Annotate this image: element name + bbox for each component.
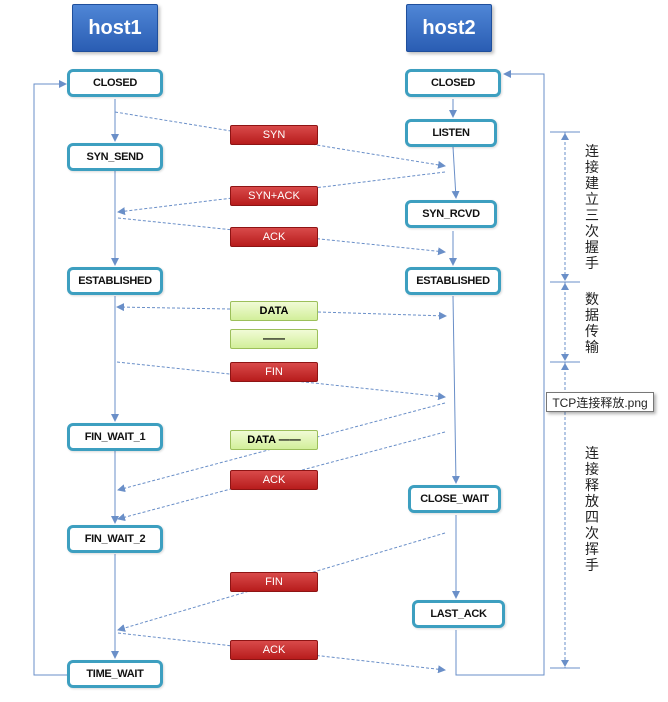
msg-syn-ack: SYN+ACK <box>230 186 318 206</box>
host2-state-closed: CLOSED <box>405 69 501 97</box>
phase-release-label: 连接释放 四次挥手 <box>585 445 599 573</box>
phase-handshake-label: 连接建立 三次握手 <box>585 143 599 271</box>
ack2-line <box>117 431 446 522</box>
h2-flow-2 <box>451 146 460 199</box>
h2-loop <box>455 70 545 676</box>
data-line-right <box>317 311 447 320</box>
host1-state-fin-wait-1: FIN_WAIT_1 <box>67 423 163 451</box>
host2-state-last-ack: LAST_ACK <box>412 600 505 628</box>
host2-state-close-wait: CLOSE_WAIT <box>408 485 501 513</box>
host2-state-syn-rcvd: SYN_RCVD <box>405 200 497 228</box>
host1-state-closed: CLOSED <box>67 69 163 97</box>
msg-ack-1: ACK <box>230 227 318 247</box>
image-tooltip: TCP连接释放.png <box>546 392 654 412</box>
h2-flow-4 <box>451 295 460 484</box>
msg-fin-1: FIN <box>230 362 318 382</box>
msg-ack-2: ACK <box>230 470 318 490</box>
phase-transfer-label: 数据传输 <box>585 291 599 355</box>
msg-data-ack: —— <box>230 329 318 349</box>
host2-header: host2 <box>406 4 492 52</box>
host1-state-time-wait: TIME_WAIT <box>67 660 163 688</box>
msg-data-2: DATA —— <box>230 430 318 450</box>
host1-header: host1 <box>72 4 158 52</box>
host2-state-established: ESTABLISHED <box>405 267 501 295</box>
host1-state-established: ESTABLISHED <box>67 267 163 295</box>
host2-state-listen: LISTEN <box>405 119 497 147</box>
host1-state-fin-wait-2: FIN_WAIT_2 <box>67 525 163 553</box>
msg-syn: SYN <box>230 125 318 145</box>
msg-data: DATA <box>230 301 318 321</box>
data-line-left <box>116 303 231 312</box>
host1-state-syn-send: SYN_SEND <box>67 143 163 171</box>
msg-fin-2: FIN <box>230 572 318 592</box>
h1-loop <box>33 80 68 676</box>
data2-line <box>117 402 446 493</box>
msg-ack-3: ACK <box>230 640 318 660</box>
